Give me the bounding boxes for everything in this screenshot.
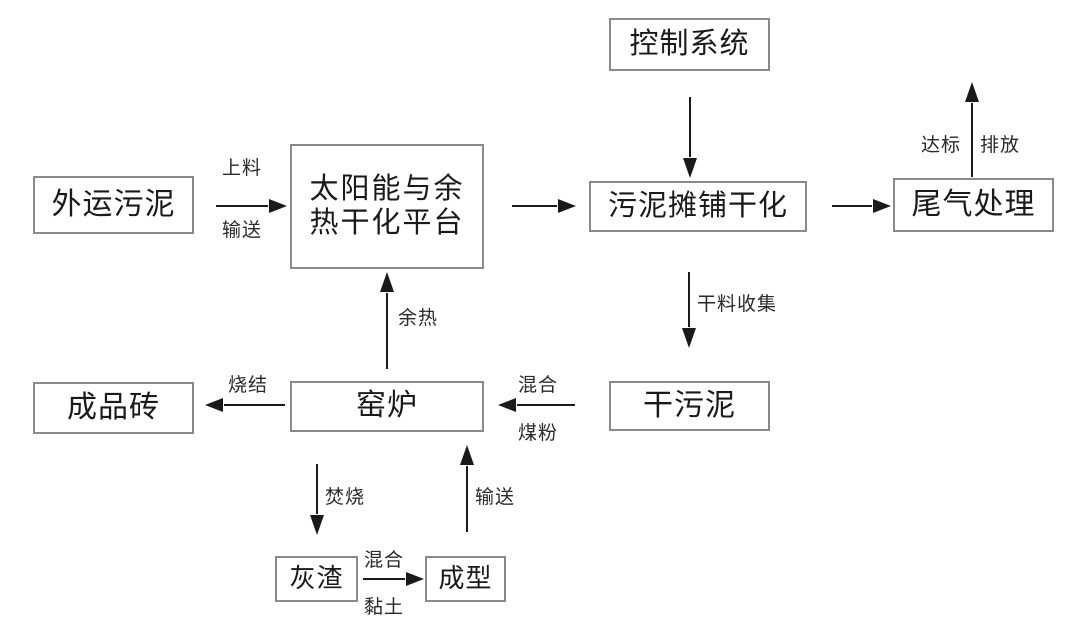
arrow-kiln-to-brick <box>224 404 285 406</box>
node-tail-gas-treatment[interactable]: 尾气处理 <box>893 178 1054 232</box>
edge-label-discharge: 排放 <box>980 135 1021 156</box>
arrow-drysludge-to-kiln <box>517 404 575 406</box>
edge-label-mix-bottom: 煤粉 <box>518 423 559 444</box>
arrow-spreading-to-tailgas <box>832 205 872 207</box>
node-finished-brick[interactable]: 成品砖 <box>33 382 194 434</box>
edge-label-incineration: 焚烧 <box>325 487 366 508</box>
arrow-spreading-to-drysludge <box>688 272 690 327</box>
arrow-kiln-to-ash <box>316 464 318 514</box>
node-external-sludge-label: 外运污泥 <box>51 187 176 221</box>
node-solar-drying-platform-label-line1: 太阳能与余 <box>309 173 465 206</box>
node-kiln[interactable]: 窑炉 <box>290 381 484 432</box>
node-dry-sludge[interactable]: 干污泥 <box>609 381 770 431</box>
arrow-tailgas-discharge <box>971 103 973 177</box>
node-control-system-label: 控制系统 <box>629 27 750 60</box>
edge-label-waste-heat: 余热 <box>398 308 439 329</box>
node-ash-slag-label: 灰渣 <box>289 564 344 594</box>
edge-label-dry-collect: 干料收集 <box>697 294 778 315</box>
edge-label-mix2-bottom: 黏土 <box>364 597 405 618</box>
arrow-forming-to-kiln <box>466 466 468 532</box>
node-finished-brick-label: 成品砖 <box>67 390 160 424</box>
node-sludge-spreading-drying-label: 污泥摊铺干化 <box>607 189 788 222</box>
edge-label-mix-top: 混合 <box>518 375 559 396</box>
arrow-external-to-platform <box>216 205 268 207</box>
node-sludge-spreading-drying[interactable]: 污泥摊铺干化 <box>589 181 807 232</box>
node-forming-label: 成型 <box>438 564 493 594</box>
arrow-kiln-waste-heat <box>386 293 388 369</box>
edge-label-feed-bottom: 输送 <box>222 220 263 241</box>
node-solar-drying-platform[interactable]: 太阳能与余 热干化平台 <box>290 144 484 269</box>
node-control-system[interactable]: 控制系统 <box>609 18 770 71</box>
edge-label-feed-top: 上料 <box>222 158 263 179</box>
edge-label-sintering: 烧结 <box>228 375 269 396</box>
node-solar-drying-platform-label-line2: 热干化平台 <box>309 206 465 239</box>
node-external-sludge[interactable]: 外运污泥 <box>33 176 194 234</box>
arrow-platform-to-spreading <box>512 205 557 207</box>
edge-label-conveying: 输送 <box>475 487 516 508</box>
edge-label-standard: 达标 <box>921 135 962 156</box>
node-dry-sludge-label: 干污泥 <box>643 388 736 422</box>
edge-label-mix2-top: 混合 <box>364 550 405 571</box>
node-ash-slag[interactable]: 灰渣 <box>275 556 358 602</box>
node-kiln-label: 窑炉 <box>356 389 418 423</box>
node-tail-gas-treatment-label: 尾气处理 <box>911 187 1036 221</box>
node-forming[interactable]: 成型 <box>425 556 506 602</box>
arrow-control-to-spreading <box>689 97 691 157</box>
arrow-ash-to-forming <box>363 578 405 580</box>
